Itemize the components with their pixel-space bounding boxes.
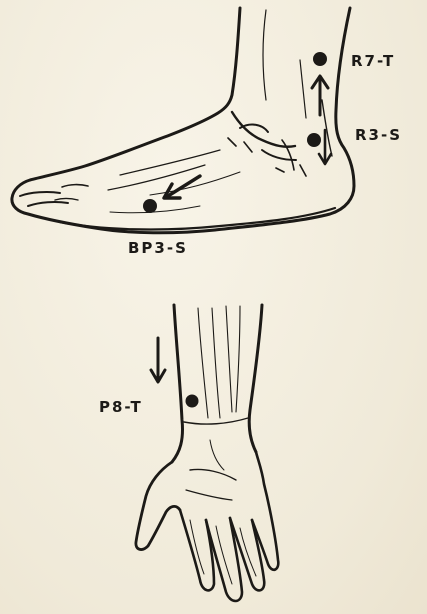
label-r3: R3-S	[355, 126, 402, 144]
label-bp3: BP3-S	[128, 239, 188, 257]
r7-point-marker	[312, 52, 328, 115]
p8-point-marker	[151, 338, 199, 408]
label-r7: R7-T	[351, 52, 395, 70]
label-p8: P8-T	[99, 398, 143, 416]
foot-illustration	[12, 8, 354, 233]
